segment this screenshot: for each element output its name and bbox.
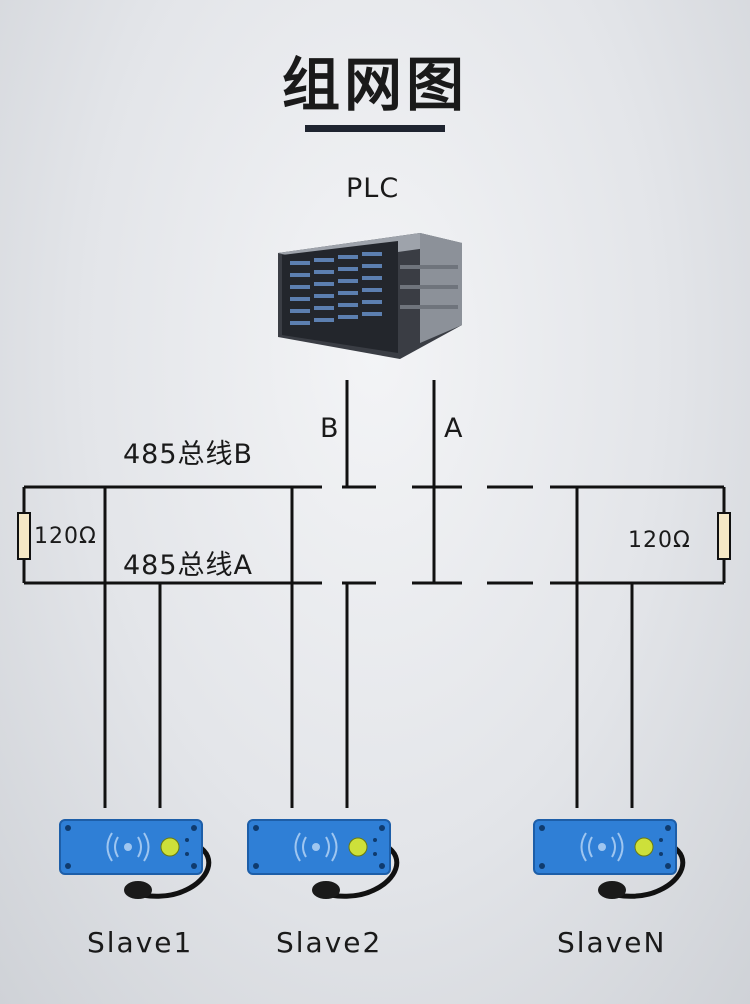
wire-a-label: A [444,413,464,444]
slave2-label: Slave2 [276,926,383,959]
resistor-left [17,512,31,560]
slaven-device [532,818,692,912]
rfid-reader-icon [247,819,400,899]
terminator-left-label: 120Ω [34,524,97,549]
bus-b-label: 485总线B [123,439,254,470]
wire-b-label: B [320,413,340,444]
title-underline [305,125,445,132]
rfid-reader-icon [59,819,212,899]
resistor-right [717,512,731,560]
page-title: 组网图 [281,51,468,119]
terminator-right-label: 120Ω [628,528,691,553]
rfid-reader-icon [533,819,686,899]
slave1-device [58,818,218,912]
slaven-label: SlaveN [557,926,667,959]
plc-label: PLC [346,173,400,204]
server-rack-icon [278,233,462,359]
slave2-device [246,818,406,912]
slave1-label: Slave1 [87,926,194,959]
bus-a-label: 485总线A [123,550,254,581]
